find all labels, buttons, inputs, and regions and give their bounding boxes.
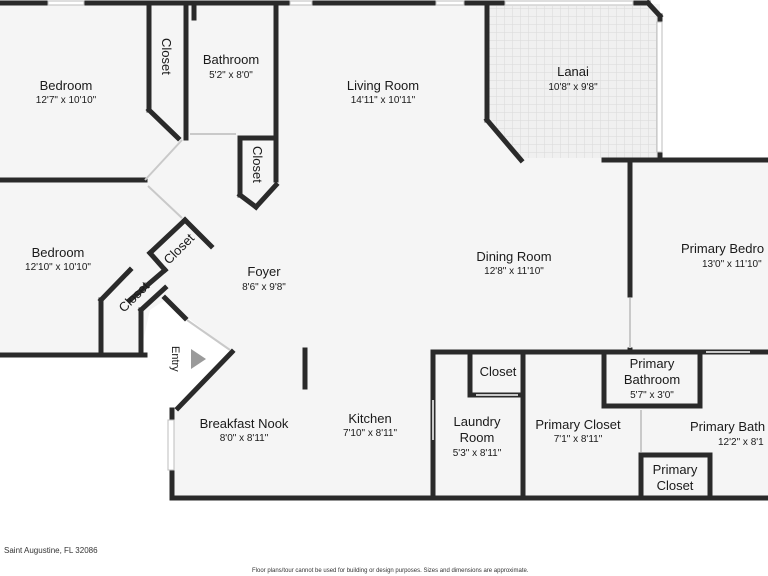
room-name: Breakfast Nook: [200, 416, 289, 431]
room-foyer: Foyer 8'6" x 9'8": [242, 264, 286, 293]
room-primary-closet-small: Primary Closet: [653, 462, 698, 493]
closet-label: Closet: [480, 364, 517, 379]
closet-label: Closet: [250, 146, 265, 183]
window: [504, 0, 634, 6]
interior-walls: [0, 2, 768, 501]
room-name-line1: Primary: [653, 462, 698, 477]
window: [656, 21, 663, 153]
room-dimensions: 8'6" x 9'8": [242, 282, 286, 293]
room-name: Primary Bedro: [681, 241, 764, 256]
room-name-line1: Primary: [630, 356, 675, 371]
room-dimensions: 7'10" x 8'11": [343, 428, 398, 439]
window: [47, 0, 85, 6]
room-name: Living Room: [347, 78, 419, 93]
entry-label: Entry: [169, 346, 181, 372]
room-dimensions: 12'2" x 8'1: [718, 437, 764, 448]
room-name: Primary Closet: [535, 417, 621, 432]
room-dimensions: 5'3" x 8'11": [453, 448, 502, 459]
window: [167, 419, 175, 471]
room-dimensions: 12'10" x 10'10": [25, 262, 91, 273]
closet-label: Closet: [159, 38, 174, 75]
room-dimensions: 10'8" x 9'8": [548, 82, 598, 93]
room-dimensions: 12'7" x 10'10": [36, 95, 97, 106]
room-primary-bath: Primary Bath 12'2" x 8'1: [690, 419, 765, 448]
room-kitchen: Kitchen 7'10" x 8'11": [343, 411, 398, 439]
window: [289, 0, 313, 6]
room-name: Bedroom: [32, 245, 85, 260]
room-laundry-room: Laundry Room 5'3" x 8'11": [453, 414, 502, 459]
door-openings: [144, 133, 750, 452]
room-name: Bathroom: [203, 52, 259, 67]
disclaimer-text: Floor plans/tour cannot be used for buil…: [252, 568, 529, 574]
window: [435, 0, 465, 6]
room-dimensions: 14'11" x 10'11": [351, 95, 416, 106]
room-name: Bedroom: [40, 78, 93, 93]
room-dimensions: 7'1" x 8'11": [554, 434, 603, 445]
room-dining-room: Dining Room 12'8" x 11'10": [476, 249, 551, 277]
room-primary-bedroom: Primary Bedro 13'0" x 11'10": [681, 241, 764, 270]
room-primary-closet: Primary Closet 7'1" x 8'11": [535, 417, 621, 445]
room-dimensions: 12'8" x 11'10": [484, 266, 544, 277]
room-bedroom-nw: Bedroom 12'7" x 10'10": [36, 78, 97, 106]
entry-arrow-icon: [191, 349, 206, 369]
room-name-line2: Room: [460, 430, 495, 445]
room-breakfast-nook: Breakfast Nook 8'0" x 8'11": [200, 416, 289, 444]
room-name: Foyer: [247, 264, 281, 279]
room-name: Primary Bath: [690, 419, 765, 434]
room-name: Lanai: [557, 64, 589, 79]
room-bedroom-w: Bedroom 12'10" x 10'10": [25, 245, 91, 273]
room-living-room: Living Room 14'11" x 10'11": [347, 78, 419, 106]
room-name: Dining Room: [476, 249, 551, 264]
room-name-line2: Closet: [657, 478, 694, 493]
room-lanai: Lanai 10'8" x 9'8": [548, 64, 598, 93]
lanai-floor: [487, 6, 660, 158]
room-dimensions: 8'0" x 8'11": [220, 433, 269, 444]
room-dimensions: 5'2" x 8'0": [209, 70, 253, 81]
room-name-line1: Laundry: [454, 414, 501, 429]
room-dimensions: 5'7" x 3'0": [630, 390, 674, 401]
room-bathroom: Bathroom 5'2" x 8'0": [203, 52, 259, 81]
room-name-line2: Bathroom: [624, 372, 680, 387]
room-name: Kitchen: [348, 411, 391, 426]
address-text: Saint Augustine, FL 32086: [4, 546, 98, 555]
room-primary-bathroom: Primary Bathroom 5'7" x 3'0": [624, 356, 680, 401]
room-dimensions: 13'0" x 11'10": [702, 259, 762, 270]
